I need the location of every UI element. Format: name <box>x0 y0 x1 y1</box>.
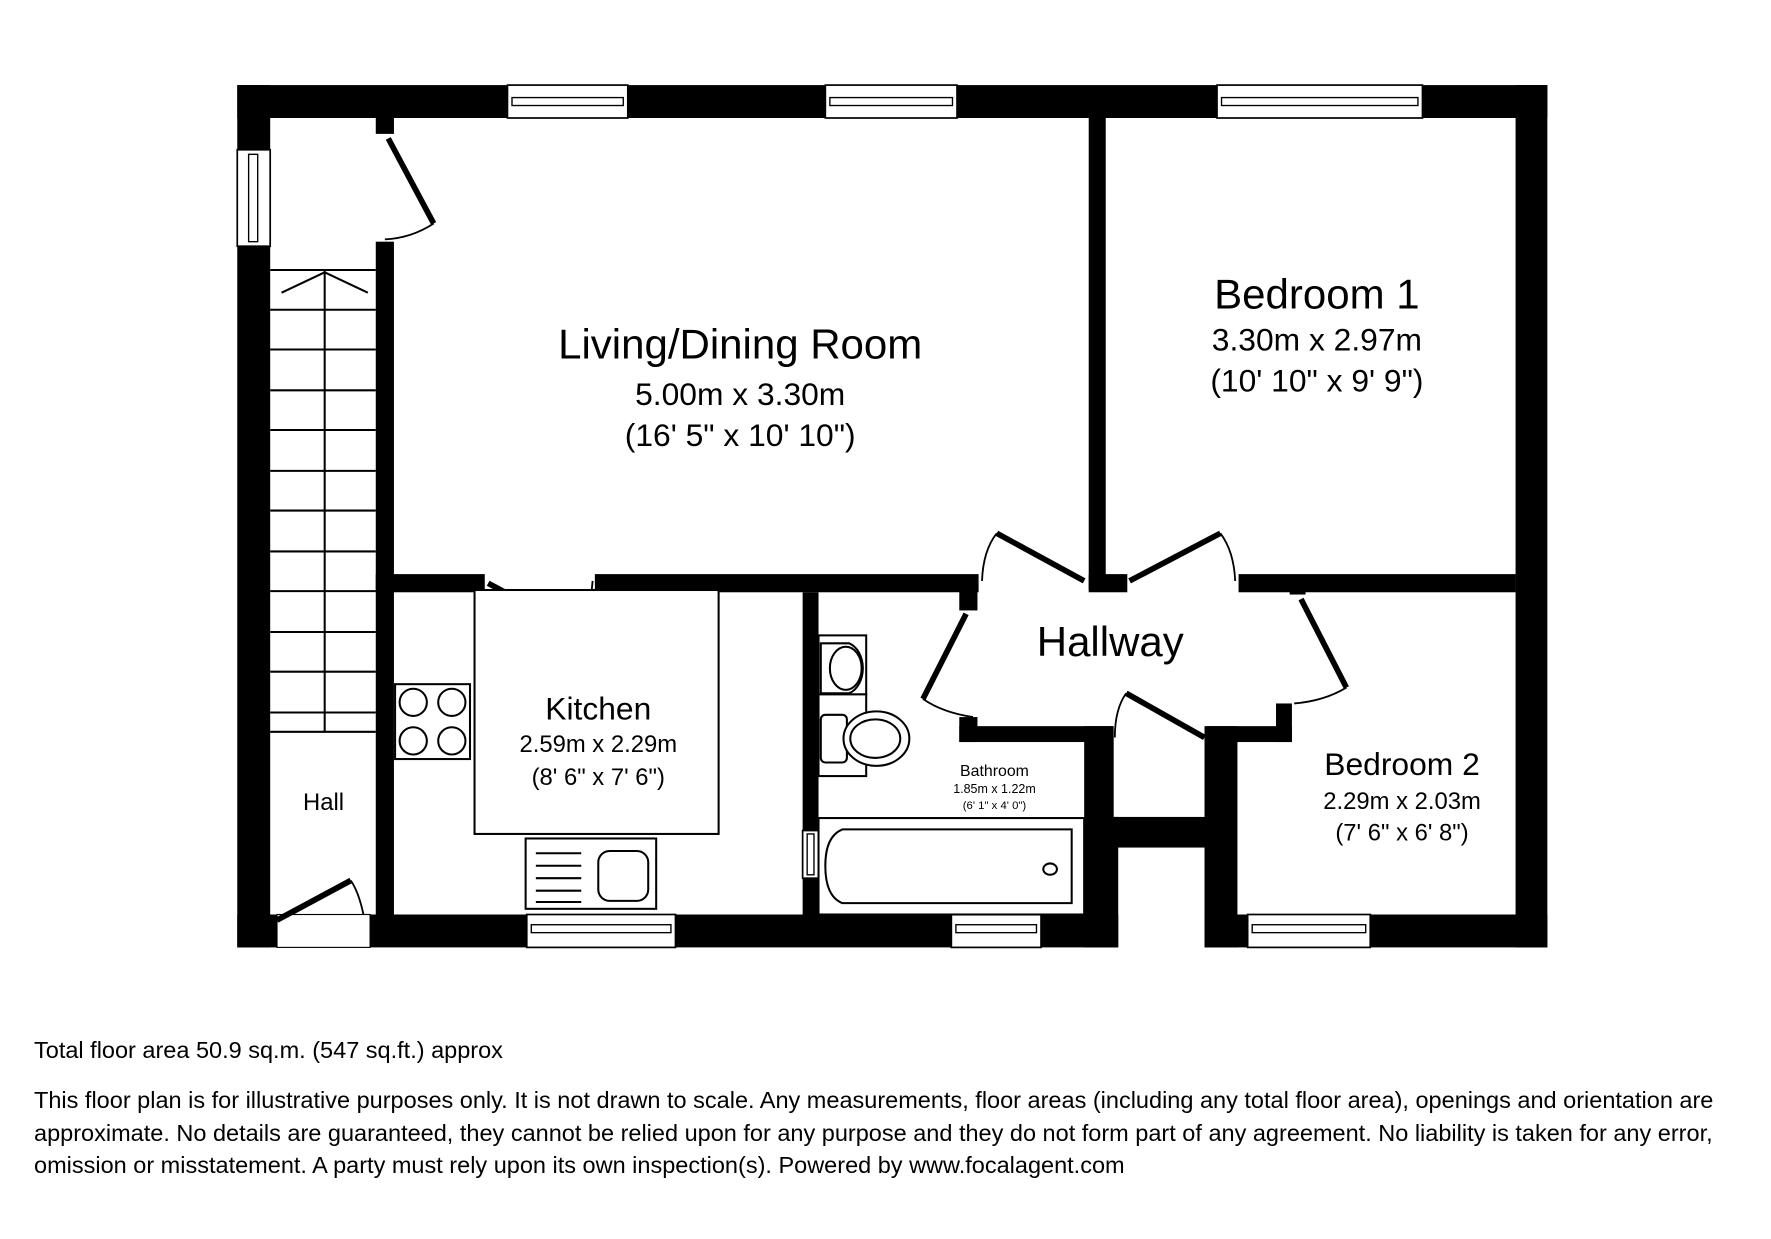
hob-icon <box>394 683 472 761</box>
sink-icon <box>524 837 658 910</box>
room-hallway: Hallway <box>1037 618 1184 665</box>
window-icon <box>525 913 677 949</box>
window-icon <box>824 84 958 119</box>
door-icon <box>981 530 1086 584</box>
window-icon <box>1246 913 1372 949</box>
room-bathroom: Bathroom 1.85m x 1.22m (6' 1" x 4' 0") <box>953 763 1036 812</box>
room-imperial: (6' 1" x 4' 0") <box>963 800 1027 812</box>
window-icon <box>801 829 820 880</box>
room-imperial: (16' 5" x 10' 10") <box>625 417 856 453</box>
interior-walls <box>375 118 1516 915</box>
room-bedroom-1: Bedroom 1 3.30m x 2.97m (10' 10" x 9' 9"… <box>1210 271 1423 399</box>
room-imperial: (10' 10" x 9' 9") <box>1210 362 1423 398</box>
door-icon <box>1294 597 1349 705</box>
room-kitchen: Kitchen 2.59m x 2.29m (8' 6" x 7' 6") <box>519 690 677 791</box>
windows <box>236 84 1424 949</box>
room-name: Kitchen <box>545 690 651 726</box>
room-metric: 3.30m x 2.97m <box>1212 322 1422 358</box>
basin-icon <box>817 634 868 696</box>
bathtub-icon <box>817 817 1086 916</box>
window-icon <box>1216 84 1424 119</box>
room-imperial: (8' 6" x 7' 6") <box>532 764 665 791</box>
room-name: Bedroom 2 <box>1324 746 1479 782</box>
window-icon <box>236 148 272 248</box>
room-metric: 5.00m x 3.30m <box>635 376 845 412</box>
room-living: Living/Dining Room 5.00m x 3.30m (16' 5"… <box>558 321 922 453</box>
room-hall: Hall <box>303 789 344 816</box>
door-icon <box>384 137 437 241</box>
room-name: Bathroom <box>960 763 1029 780</box>
room-metric: 1.85m x 1.22m <box>953 782 1036 796</box>
window-icon <box>950 913 1042 949</box>
toilet-icon <box>817 693 911 778</box>
room-name: Bedroom 1 <box>1214 271 1419 318</box>
door-icon <box>1113 690 1206 740</box>
room-imperial: (7' 6" x 6' 8") <box>1335 820 1468 847</box>
total-floor-area: Total floor area 50.9 sq.m. (547 sq.ft.)… <box>34 1037 503 1063</box>
door-icon <box>1128 530 1237 584</box>
room-name: Hallway <box>1037 618 1184 665</box>
disclaimer-text: This floor plan is for illustrative purp… <box>34 1087 1714 1178</box>
door-icon <box>920 612 974 718</box>
room-metric: 2.59m x 2.29m <box>519 731 677 758</box>
staircase-icon <box>270 269 376 733</box>
doors <box>275 137 1349 948</box>
door-icon <box>275 877 371 948</box>
room-name: Living/Dining Room <box>558 321 922 368</box>
room-metric: 2.29m x 2.03m <box>1323 788 1481 815</box>
kitchen-counter <box>473 588 720 835</box>
room-name: Hall <box>303 789 344 816</box>
window-icon <box>506 84 629 119</box>
room-bedroom-2: Bedroom 2 2.29m x 2.03m (7' 6" x 6' 8") <box>1323 746 1481 847</box>
